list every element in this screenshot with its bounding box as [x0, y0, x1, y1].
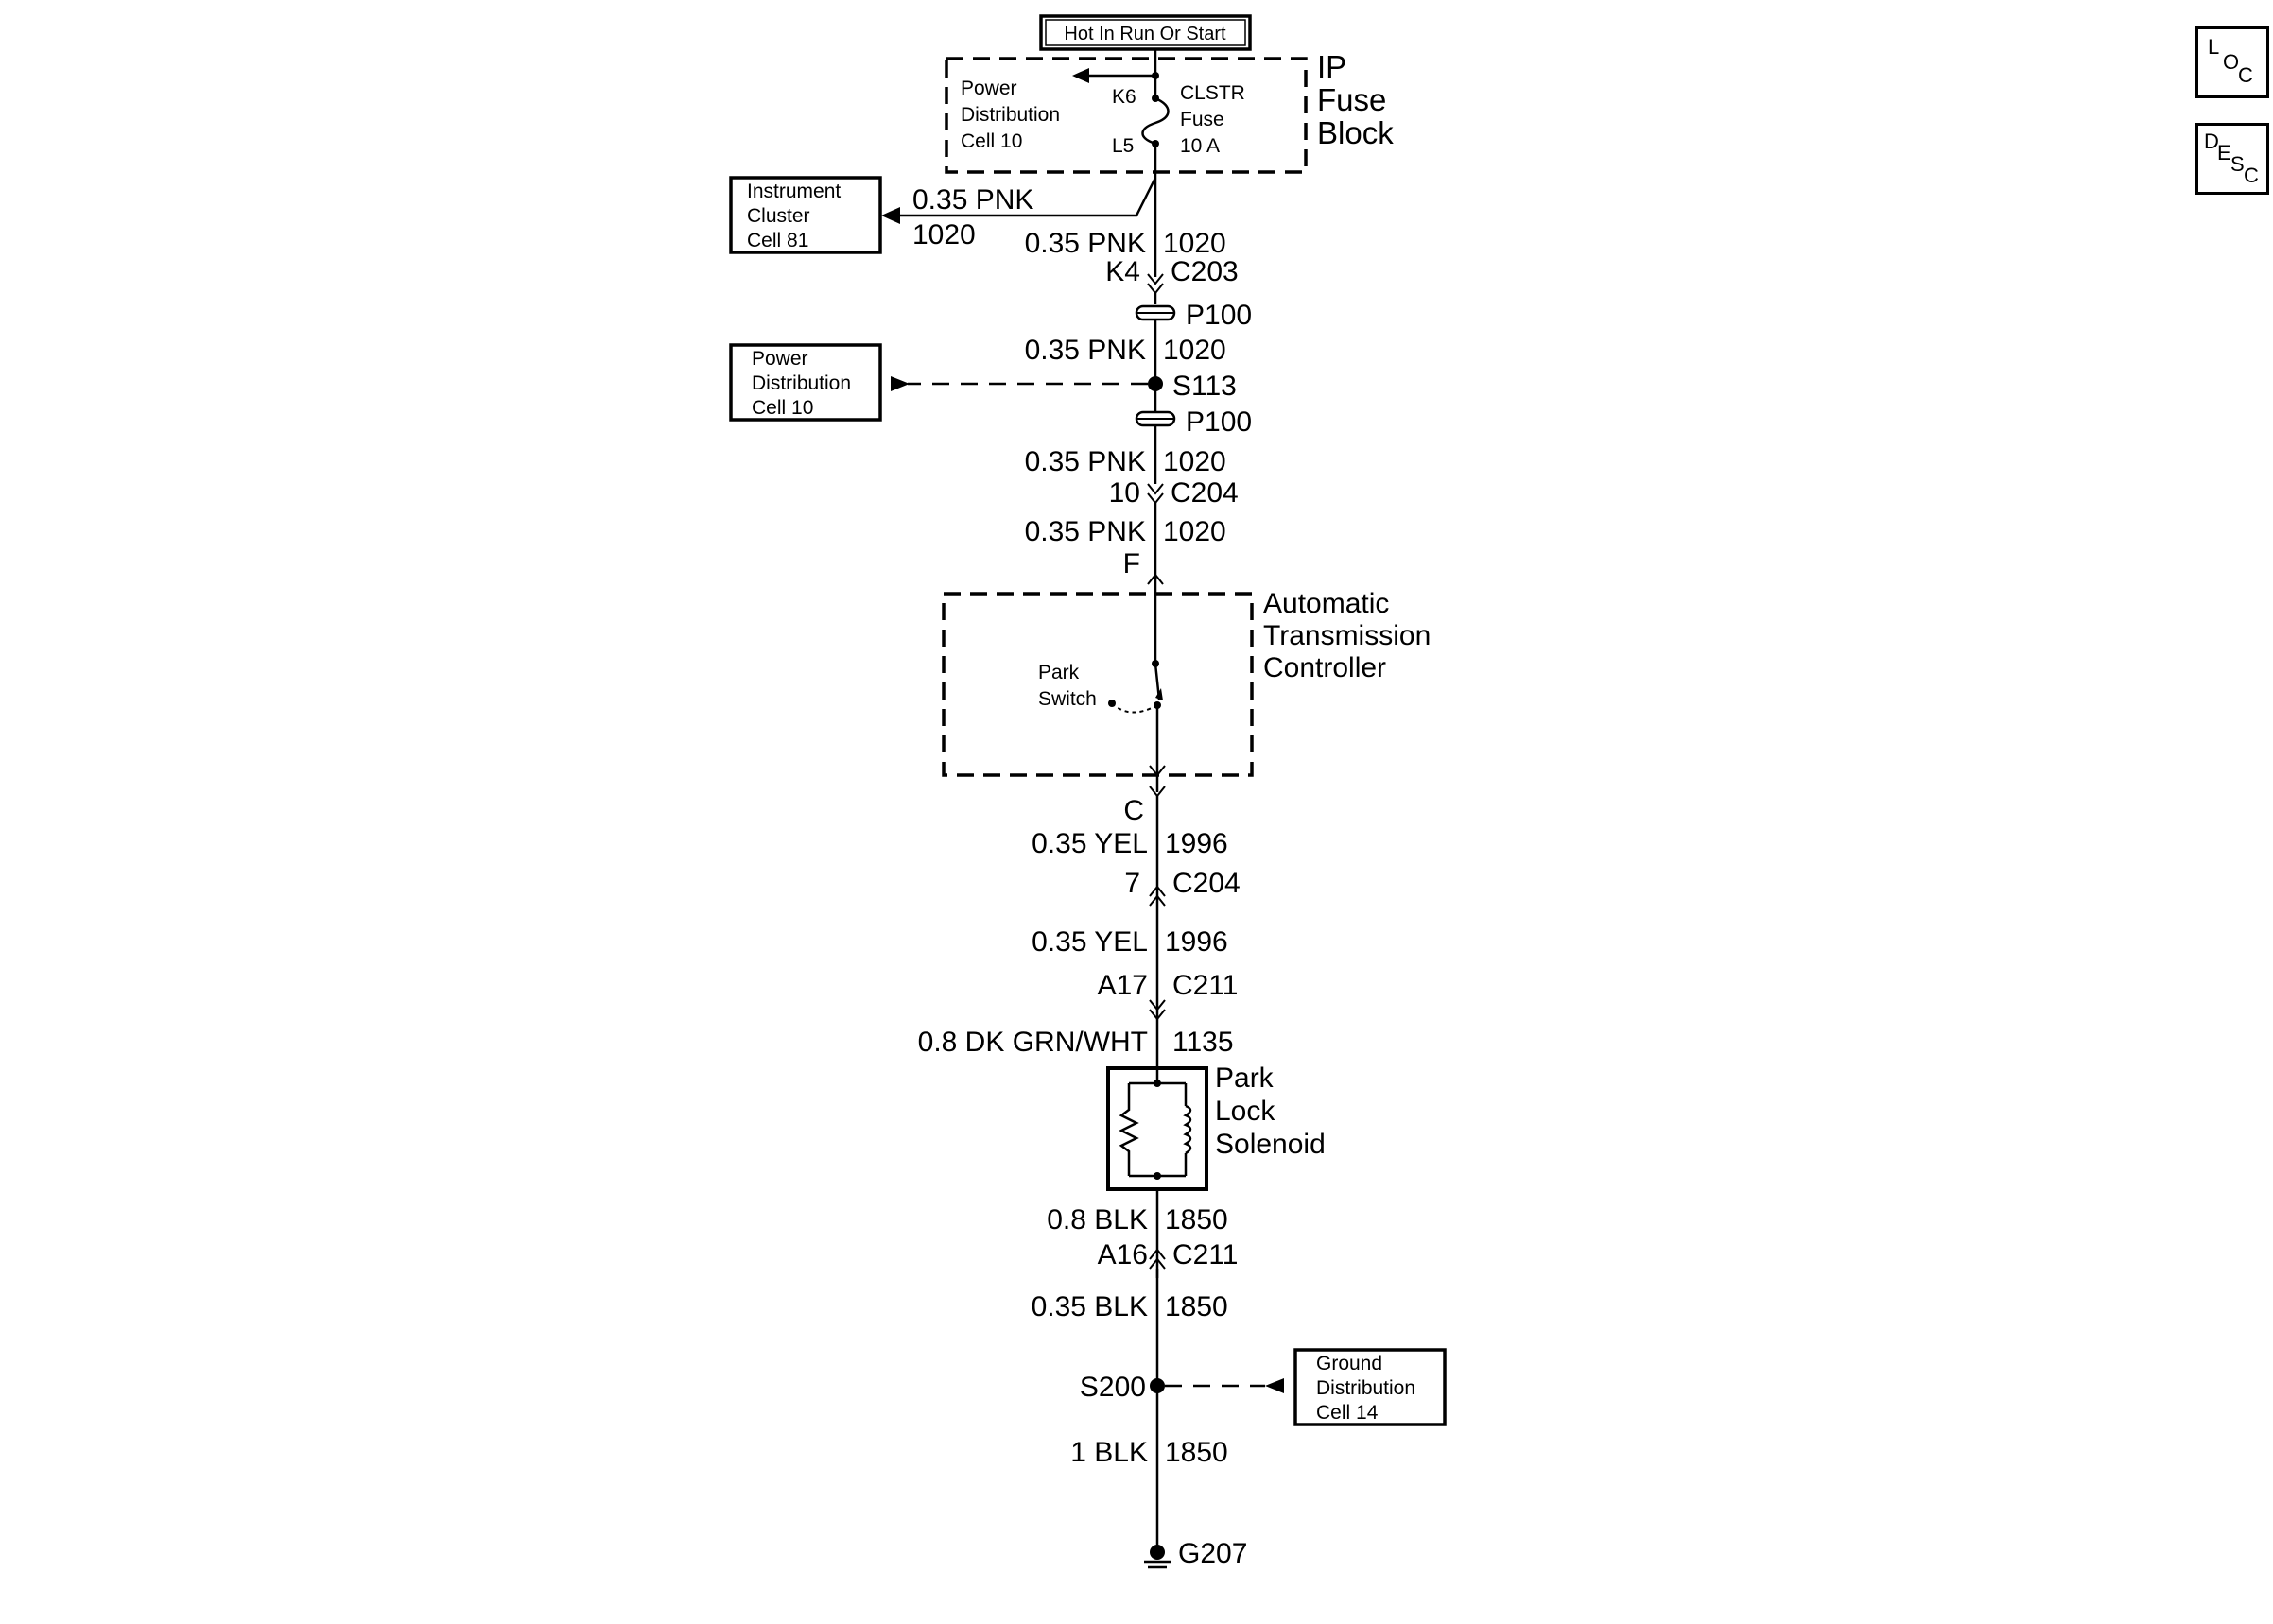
- svg-text:Cell 10: Cell 10: [752, 397, 813, 419]
- svg-text:0.35 PNK: 0.35 PNK: [1025, 228, 1146, 259]
- svg-text:Cell 14: Cell 14: [1316, 1402, 1379, 1424]
- svg-text:C: C: [1123, 795, 1144, 826]
- svg-text:1 BLK: 1 BLK: [1070, 1437, 1148, 1468]
- svg-text:S200: S200: [1080, 1372, 1146, 1403]
- desc-letter-c: C: [2244, 164, 2259, 187]
- instrument-cluster-branch: Instrument Cluster Cell 81 0.35 PNK 1020: [729, 176, 1157, 254]
- svg-text:1850: 1850: [1165, 1437, 1228, 1468]
- svg-text:F: F: [1123, 548, 1140, 579]
- svg-text:0.35 BLK: 0.35 BLK: [1032, 1291, 1148, 1322]
- svg-text:Park: Park: [1038, 662, 1080, 683]
- svg-text:Lock: Lock: [1215, 1096, 1275, 1127]
- ip-fuse-block: IP Fuse Block Power Distribution Cell 10…: [945, 49, 1394, 174]
- desc-letter-e: E: [2217, 141, 2231, 164]
- svg-text:Instrument: Instrument: [747, 181, 841, 202]
- svg-text:Fuse: Fuse: [1317, 82, 1386, 117]
- loc-letter-o: O: [2223, 50, 2240, 74]
- svg-text:CLSTR: CLSTR: [1180, 82, 1245, 104]
- p100-splice-a: P100: [1135, 293, 1252, 412]
- svg-text:A17: A17: [1098, 970, 1148, 1001]
- wire-segment-8: 0.8 BLK 1850 A16 C211: [1047, 1204, 1239, 1550]
- description-view-icon[interactable]: D E S C: [2195, 123, 2269, 195]
- svg-text:7: 7: [1124, 868, 1140, 899]
- svg-text:1020: 1020: [1163, 516, 1226, 547]
- svg-text:Switch: Switch: [1038, 688, 1097, 710]
- svg-text:Distribution: Distribution: [961, 104, 1060, 126]
- svg-text:Fuse: Fuse: [1180, 109, 1224, 130]
- svg-text:0.8 BLK: 0.8 BLK: [1047, 1204, 1148, 1235]
- ground-g207: G207: [1144, 1538, 1247, 1569]
- location-view-icon[interactable]: L O C: [2195, 26, 2269, 98]
- wire-segment-1: 0.35 PNK 1020 K4 C203: [1025, 228, 1239, 295]
- svg-text:Power: Power: [752, 348, 808, 370]
- svg-text:10 A: 10 A: [1180, 135, 1220, 157]
- svg-text:1020: 1020: [912, 219, 976, 251]
- s113-splice: S113 Power Distribution Cell 10: [729, 343, 1237, 422]
- desc-letter-d: D: [2204, 130, 2219, 153]
- svg-text:A16: A16: [1098, 1239, 1148, 1270]
- svg-text:1135: 1135: [1172, 1027, 1234, 1058]
- wire-segment-10: 1 BLK 1850: [1070, 1437, 1227, 1468]
- wire-segment-5: C 0.35 YEL 1996 7 C204: [1032, 786, 1241, 1278]
- wire-segment-4: 0.35 PNK 1020 F: [1025, 516, 1226, 585]
- svg-text:C204: C204: [1172, 868, 1241, 899]
- svg-text:1996: 1996: [1165, 926, 1228, 958]
- wire-segment-7: 0.8 DK GRN/WHT 1135: [918, 1027, 1234, 1058]
- svg-text:Distribution: Distribution: [752, 372, 851, 394]
- svg-text:Hot In Run Or Start: Hot In Run Or Start: [1064, 24, 1226, 44]
- svg-text:0.35 PNK: 0.35 PNK: [1025, 446, 1146, 477]
- svg-text:Cell 81: Cell 81: [747, 230, 808, 251]
- park-lock-solenoid: Park Lock Solenoid: [1106, 1063, 1326, 1191]
- svg-text:Park: Park: [1215, 1063, 1275, 1094]
- svg-text:Ground: Ground: [1316, 1353, 1382, 1374]
- svg-text:Distribution: Distribution: [1316, 1377, 1415, 1399]
- svg-text:Automatic: Automatic: [1263, 588, 1389, 619]
- svg-text:Cluster: Cluster: [747, 205, 810, 227]
- svg-text:1850: 1850: [1165, 1291, 1228, 1322]
- svg-text:K6: K6: [1112, 86, 1136, 108]
- svg-text:1850: 1850: [1165, 1204, 1228, 1235]
- svg-text:P100: P100: [1186, 300, 1252, 331]
- svg-text:Solenoid: Solenoid: [1215, 1129, 1326, 1160]
- hot-in-run-label: Hot In Run Or Start: [1039, 14, 1252, 51]
- wire-segment-6: 0.35 YEL 1996 A17 C211: [1032, 926, 1239, 1021]
- desc-letter-s: S: [2230, 152, 2245, 176]
- svg-text:0.35 PNK: 0.35 PNK: [1025, 335, 1146, 366]
- svg-text:0.35 PNK: 0.35 PNK: [912, 184, 1033, 216]
- svg-text:1020: 1020: [1163, 228, 1226, 259]
- svg-text:C211: C211: [1172, 970, 1239, 1001]
- loc-letter-l: L: [2208, 35, 2220, 59]
- svg-text:C204: C204: [1171, 477, 1239, 509]
- svg-text:0.35 YEL: 0.35 YEL: [1032, 926, 1148, 958]
- svg-text:Power: Power: [961, 78, 1017, 99]
- svg-text:Cell 10: Cell 10: [961, 130, 1022, 152]
- loc-letter-c: C: [2238, 63, 2253, 87]
- svg-text:0.8 DK GRN/WHT: 0.8 DK GRN/WHT: [918, 1027, 1148, 1058]
- wire-segment-3: 0.35 PNK 1020 10 C204: [1025, 446, 1239, 579]
- automatic-transmission-controller: Automatic Transmission Controller Park S…: [942, 579, 1431, 792]
- wire-segment-9: 0.35 BLK 1850: [1032, 1291, 1228, 1322]
- svg-text:C211: C211: [1172, 1239, 1239, 1270]
- svg-text:Block: Block: [1317, 115, 1394, 150]
- svg-text:S113: S113: [1172, 371, 1237, 402]
- fuse-element: [1072, 49, 1170, 147]
- s200-splice: S200 Ground Distribution Cell 14: [1080, 1348, 1447, 1426]
- svg-text:0.35 PNK: 0.35 PNK: [1025, 516, 1146, 547]
- svg-text:IP: IP: [1317, 49, 1346, 84]
- svg-text:P100: P100: [1186, 406, 1252, 438]
- svg-text:1020: 1020: [1163, 446, 1226, 477]
- svg-text:Transmission: Transmission: [1263, 620, 1431, 651]
- svg-text:10: 10: [1109, 477, 1140, 509]
- svg-text:G207: G207: [1178, 1538, 1247, 1569]
- wire-segment-2: 0.35 PNK 1020: [1025, 335, 1226, 366]
- svg-text:K4: K4: [1105, 256, 1140, 287]
- svg-text:C203: C203: [1171, 256, 1239, 287]
- svg-text:1020: 1020: [1163, 335, 1226, 366]
- svg-text:Controller: Controller: [1263, 652, 1386, 683]
- svg-text:L5: L5: [1112, 135, 1134, 157]
- svg-text:0.35 YEL: 0.35 YEL: [1032, 828, 1148, 859]
- svg-text:1996: 1996: [1165, 828, 1228, 859]
- p100-splice-b: P100: [1135, 406, 1252, 484]
